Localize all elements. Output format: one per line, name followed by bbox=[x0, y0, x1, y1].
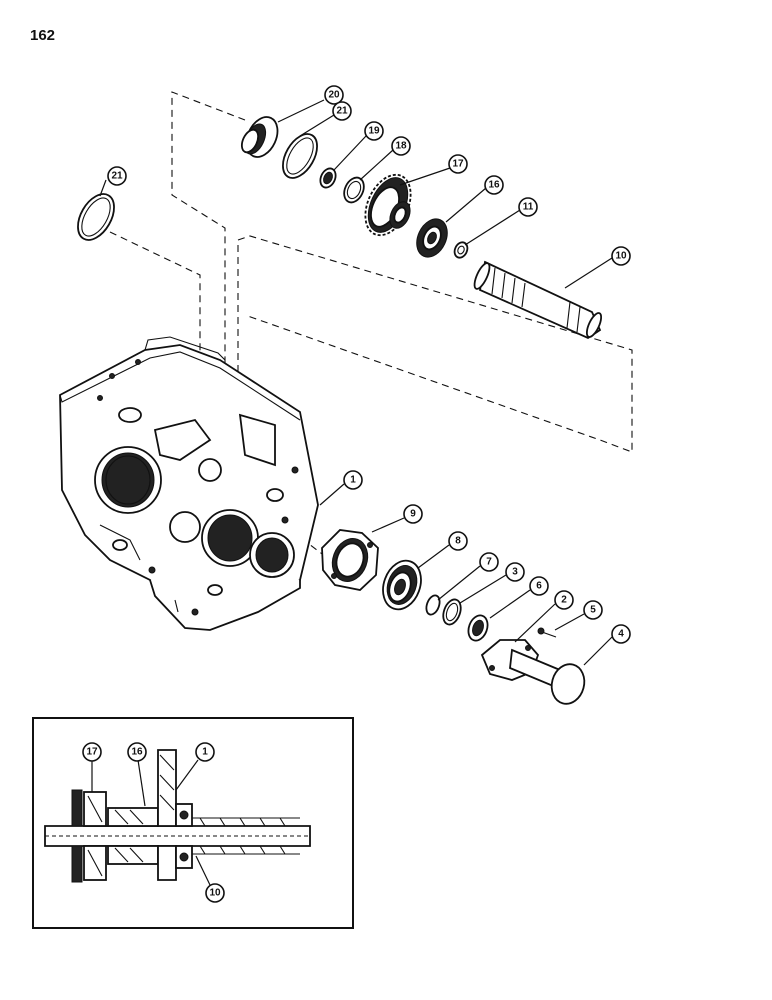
callout-17: 17 bbox=[448, 154, 468, 174]
bushing-11 bbox=[453, 241, 469, 259]
svg-text:10: 10 bbox=[615, 251, 627, 262]
inset-callout-1: 1 bbox=[195, 742, 215, 762]
callout-9: 9 bbox=[403, 504, 423, 524]
svg-text:21: 21 bbox=[111, 171, 123, 182]
svg-text:9: 9 bbox=[410, 509, 416, 520]
svg-text:18: 18 bbox=[395, 141, 407, 152]
bearing-8 bbox=[382, 559, 422, 611]
callout-2: 2 bbox=[554, 590, 574, 610]
snap-ring-21-left bbox=[77, 193, 115, 241]
svg-text:20: 20 bbox=[328, 90, 340, 101]
bushing-19 bbox=[319, 167, 337, 189]
callout-8: 8 bbox=[448, 531, 468, 551]
inset-callout-16: 16 bbox=[127, 742, 147, 762]
transmission-housing bbox=[59, 336, 319, 631]
retainer-9 bbox=[321, 529, 379, 591]
callout-20: 20 bbox=[324, 85, 344, 105]
callout-11: 11 bbox=[518, 197, 538, 217]
callout-19: 19 bbox=[364, 121, 384, 141]
snap-ring-7 bbox=[425, 594, 441, 616]
svg-text:11: 11 bbox=[523, 202, 534, 213]
svg-text:8: 8 bbox=[455, 536, 461, 547]
callout-7: 7 bbox=[479, 552, 499, 572]
svg-text:16: 16 bbox=[131, 747, 143, 758]
snap-ring-21-upper bbox=[282, 133, 318, 179]
gear-17 bbox=[364, 173, 412, 237]
inset-callout-10: 10 bbox=[205, 883, 225, 903]
bearing-20 bbox=[240, 116, 279, 158]
callout-16: 16 bbox=[484, 175, 504, 195]
svg-text:3: 3 bbox=[512, 567, 518, 578]
inset-callout-17: 17 bbox=[82, 742, 102, 762]
callout-10: 10 bbox=[611, 246, 631, 266]
svg-text:6: 6 bbox=[536, 581, 542, 592]
svg-text:7: 7 bbox=[486, 557, 492, 568]
callout-5: 5 bbox=[583, 600, 603, 620]
shaft-10 bbox=[473, 260, 603, 340]
svg-text:21: 21 bbox=[336, 106, 348, 117]
callout-3: 3 bbox=[505, 562, 525, 582]
callout-leaders bbox=[99, 99, 613, 666]
callout-4: 4 bbox=[611, 624, 631, 644]
seal-6 bbox=[467, 614, 489, 642]
svg-text:1: 1 bbox=[350, 475, 356, 486]
svg-text:17: 17 bbox=[452, 159, 464, 170]
washer-18 bbox=[343, 176, 365, 204]
gear-16 bbox=[416, 218, 448, 258]
svg-text:2: 2 bbox=[561, 595, 567, 606]
svg-text:17: 17 bbox=[86, 747, 98, 758]
page-number: 162 bbox=[30, 27, 56, 44]
callout-21-upper: 21 bbox=[332, 101, 352, 121]
o-ring-4 bbox=[550, 663, 586, 705]
screw-5 bbox=[537, 627, 557, 638]
cross-section-inset bbox=[32, 717, 354, 929]
callout-18: 18 bbox=[391, 136, 411, 156]
svg-text:5: 5 bbox=[590, 605, 596, 616]
svg-text:19: 19 bbox=[368, 126, 380, 137]
svg-text:10: 10 bbox=[209, 888, 221, 899]
ring-3 bbox=[442, 598, 462, 626]
callout-6: 6 bbox=[529, 576, 549, 596]
svg-text:1: 1 bbox=[202, 747, 208, 758]
callout-21-left: 21 bbox=[107, 166, 127, 186]
callout-1: 1 bbox=[343, 470, 363, 490]
svg-text:16: 16 bbox=[488, 180, 500, 191]
svg-text:4: 4 bbox=[618, 629, 624, 640]
